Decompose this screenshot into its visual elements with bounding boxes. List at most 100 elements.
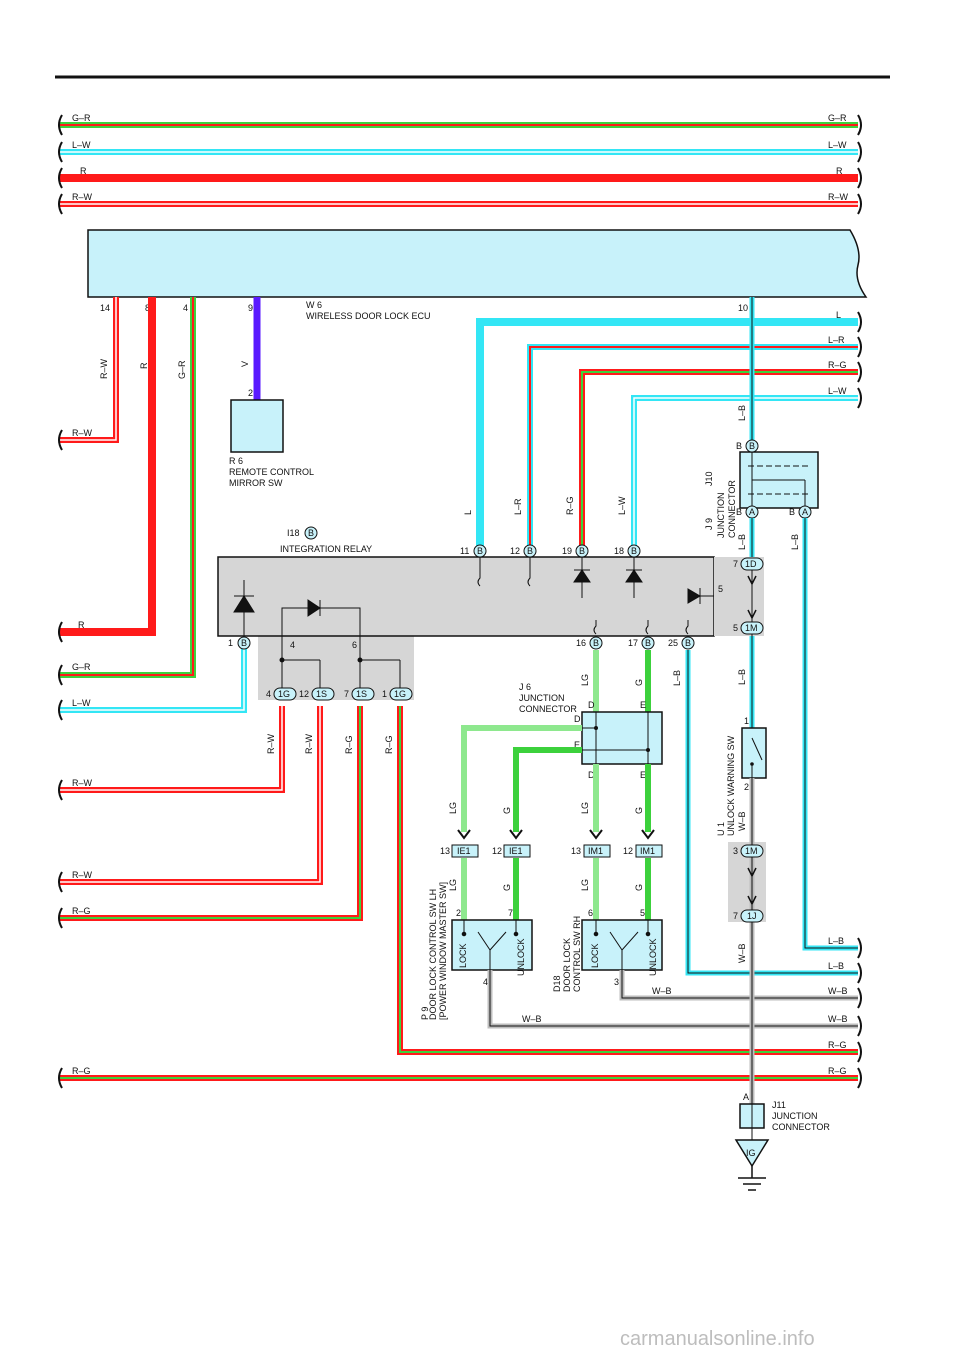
ie1b-code: IE1 [509, 846, 523, 856]
ecu-wire-gr: G–R [177, 360, 187, 379]
p9-pin-2: 2 [456, 908, 461, 918]
ecu-pin-14: 14 [100, 303, 110, 313]
j11-id: J11 [772, 1100, 786, 1110]
relay-badge-18: B [631, 546, 637, 556]
p9-wire-lg-top: LG [448, 802, 458, 814]
connector-1d-pin: 7 [733, 559, 738, 569]
lb-wire-right [749, 518, 858, 951]
jb-wire-4: R–G [384, 735, 394, 754]
j6-line2: CONNECTOR [519, 704, 577, 714]
connector-1m-pin: 5 [733, 623, 738, 633]
right-wire-l: L [836, 310, 841, 320]
jc-j10: J10 [704, 471, 714, 486]
p9-lock: LOCK [458, 943, 468, 968]
bottom-wire-rg1: R–G [828, 1040, 847, 1050]
jb-wire-3: R–G [344, 735, 354, 754]
relay-pin-18: 18 [614, 546, 624, 556]
ecu-name: WIRELESS DOOR LOCK ECU [306, 311, 431, 321]
p9-id: P 9 [420, 1007, 430, 1020]
j6-id: J 6 [519, 682, 531, 692]
p9-switch-contacts [461, 920, 519, 970]
pin10-wire-lb: L–B [737, 405, 747, 421]
ecu-block [87, 229, 868, 298]
relay-node-6: 6 [352, 640, 357, 650]
connector-1j-pin: 7 [733, 911, 738, 921]
jc-left-lb: L–B [737, 534, 747, 550]
left-wire-rw1: R–W [72, 428, 93, 438]
wire-label-gr-left: G–R [72, 113, 91, 123]
d18-wire-lg-bottom: LG [580, 879, 590, 891]
jb-c3-pin: 7 [344, 689, 349, 699]
connector-1j-code: 1J [747, 911, 757, 921]
p9-pin-7: 7 [508, 908, 513, 918]
bottom-wire-rg2: R–G [828, 1066, 847, 1076]
left-wire-lw: L–W [72, 698, 91, 708]
j6-e-left: E [574, 740, 580, 750]
wire-label-lw-left: L–W [72, 140, 91, 150]
ecu-pin-8: 8 [145, 303, 150, 313]
d18-pin-6: 6 [588, 908, 593, 918]
d18-id: D18 [552, 975, 562, 992]
ground-point-ig [734, 1139, 770, 1168]
wire-label-rw-right: R–W [828, 192, 849, 202]
unlock-sw-pin-1: 1 [744, 716, 749, 726]
mirror-pin-2: 2 [248, 388, 253, 398]
p9-wire-g-bottom: G [502, 884, 512, 891]
unlock-sw-name: UNLOCK WARNING SW [726, 735, 736, 836]
relay-pin-1: 1 [228, 638, 233, 648]
relay-wire-lg: LG [580, 674, 590, 686]
wire-label-r-right: R [836, 166, 843, 176]
jb-c2-pin: 12 [299, 689, 309, 699]
jc-j9: J 9 [704, 518, 714, 530]
j6-d-left: D [574, 714, 581, 724]
jb-c2-code: 1S [316, 689, 327, 699]
unlock-wb-1: W–B [737, 811, 747, 831]
im1a-code: IM1 [588, 846, 603, 856]
left-wire-r: R [78, 620, 85, 630]
relay-wire-lr: L–R [513, 498, 523, 515]
wire-label-rw-left: R–W [72, 192, 93, 202]
relay-badge-25: B [685, 638, 691, 648]
mirror-switch-box [230, 399, 284, 453]
top-bus-wires [58, 114, 862, 215]
relay-badge-19: B [579, 546, 585, 556]
wire-label-r-left: R [80, 166, 87, 176]
ecu-pin-10: 10 [738, 303, 748, 313]
jb-wire-1: R–W [266, 733, 276, 754]
bottom-wire-lb2: L–B [828, 961, 844, 971]
right-wire-lr: L–R [828, 335, 845, 345]
bottom-wire-wb2: W–B [828, 1014, 848, 1024]
d18-unlock: UNLOCK [648, 938, 658, 976]
ecu-wires [58, 297, 261, 721]
relay-node-4: 4 [290, 640, 295, 650]
im1a-pin: 13 [571, 846, 581, 856]
connector-1m-lower-pin: 3 [733, 846, 738, 856]
left-wire-gr: G–R [72, 662, 91, 672]
junction-box-connectors [273, 687, 413, 701]
jc-badge-a-left: A [749, 507, 755, 517]
jb-c4-code: 1G [394, 689, 406, 699]
unlock-sw-pin-2: 2 [744, 782, 749, 792]
relay-name: INTEGRATION RELAY [280, 544, 372, 554]
j11-line2: CONNECTOR [772, 1122, 830, 1132]
bottom-wire-lb1: L–B [828, 936, 844, 946]
ie1a-code: IE1 [457, 846, 471, 856]
connector-1j [740, 909, 764, 923]
d18-line2: CONTROL SW RH [572, 916, 582, 992]
junction-connector-j6 [581, 711, 663, 765]
wb-mid-2: W–B [522, 1014, 542, 1024]
relay-wire-rg: R–G [565, 496, 575, 515]
jb-c4-pin: 1 [382, 689, 387, 699]
relay-badge-11: B [477, 546, 483, 556]
ground-icon [738, 1166, 766, 1191]
watermark: carmanualsonline.info [620, 1328, 815, 1350]
jc-badge-a-right: A [802, 507, 808, 517]
left-wire-rg1: R–G [72, 906, 91, 916]
ecu-wire-v: V [240, 361, 250, 367]
j11-line1: JUNCTION [772, 1111, 818, 1121]
relay-wire-g: G [634, 679, 644, 686]
relay-pin-5: 5 [718, 584, 723, 594]
relay-bottom-pins [589, 636, 695, 650]
relay-badge: B [308, 528, 314, 538]
d18-pin-3: 3 [614, 977, 619, 987]
